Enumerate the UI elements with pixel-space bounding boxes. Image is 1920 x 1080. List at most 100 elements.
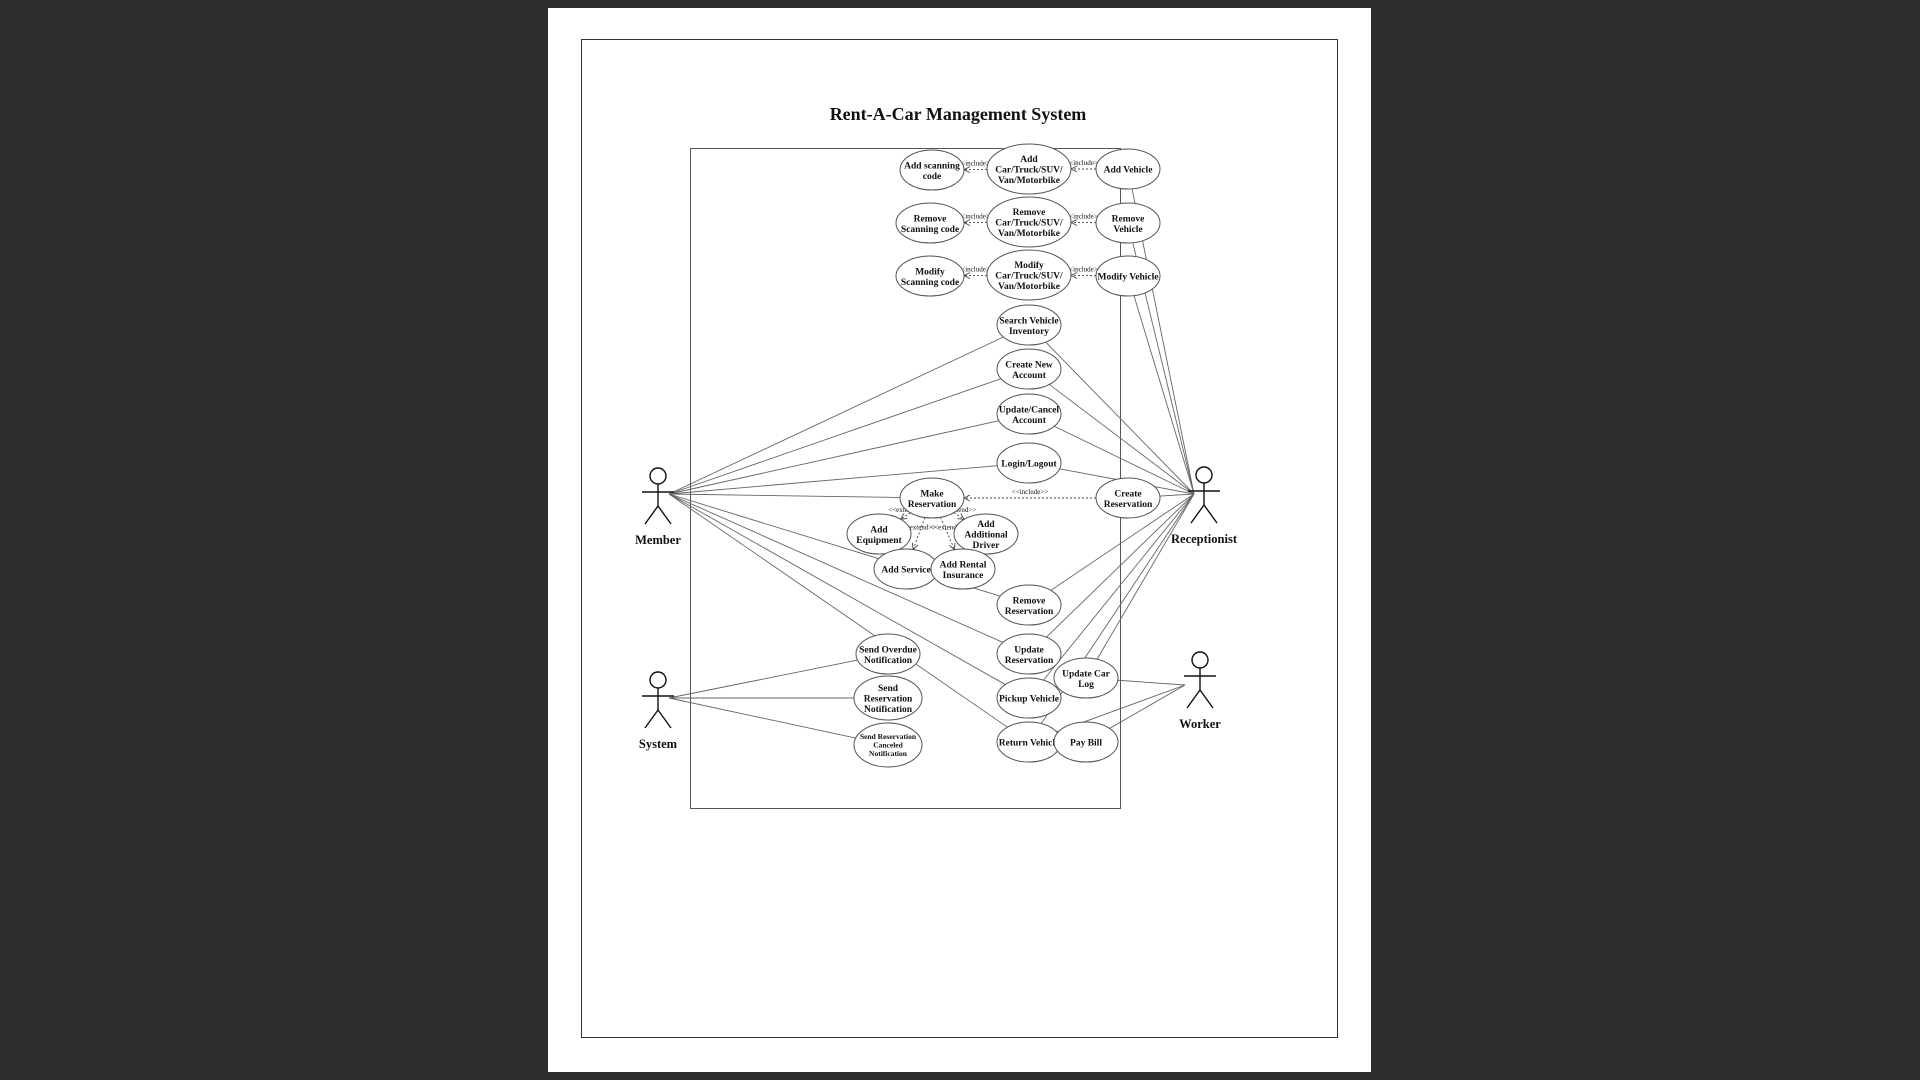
- use-case-label: Add: [977, 520, 995, 530]
- extend-relationship: [899, 512, 911, 520]
- use-case-label: Scanning code: [901, 225, 959, 235]
- use-case-label: Update Car: [1062, 669, 1111, 679]
- use-case-label: Car/Truck/SUV/: [995, 219, 1063, 229]
- include-label: <<include>>: [957, 160, 993, 168]
- use-case-label: Modify Vehicle: [1098, 273, 1159, 283]
- use-case-label: Notification: [864, 705, 913, 715]
- actor-label: Worker: [1179, 717, 1221, 731]
- use-case-label: Canceled: [873, 741, 903, 750]
- use-case-label: Van/Motorbike: [998, 282, 1060, 292]
- use-case-pickup-vehicle: Pickup Vehicle: [996, 677, 1062, 719]
- actor-member: Member: [635, 467, 681, 547]
- diagram-title: Rent-A-Car Management System: [830, 104, 1087, 124]
- extend-label: <<extend>>: [942, 506, 977, 514]
- use-case-label: Reservation: [1005, 656, 1054, 666]
- use-case-label: Vehicle: [1113, 225, 1142, 235]
- include-label: <<include>>: [957, 213, 993, 221]
- association-line: [668, 493, 901, 498]
- use-case-label: Reservation: [864, 695, 913, 705]
- include-label: <<include>>: [1065, 266, 1101, 274]
- use-case-label: Inventory: [1009, 327, 1049, 337]
- use-case-label: Pay Bill: [1070, 739, 1102, 749]
- association-line: [668, 659, 858, 699]
- actor-worker: Worker: [1179, 651, 1221, 731]
- use-case-label: Make: [920, 489, 943, 499]
- use-case-label: Remove: [1013, 596, 1046, 606]
- use-case-diagram: Rent-A-Car Management System <<include>>…: [635, 104, 1238, 809]
- association-line: [1133, 295, 1195, 495]
- use-case-add-vehicle: Add Vehicle: [1095, 148, 1161, 190]
- association-line: [1045, 341, 1195, 495]
- use-case-label: Modify: [915, 267, 945, 277]
- extend-label: <<extend>>: [888, 506, 923, 514]
- association-line: [1117, 679, 1186, 686]
- use-case-label: Add: [1020, 155, 1038, 165]
- use-case-label: Create New: [1005, 360, 1053, 370]
- use-case-label: Account: [1012, 371, 1047, 381]
- association-line: [668, 378, 1002, 495]
- extend-relationship: [940, 517, 956, 551]
- use-case-label: Add Vehicle: [1104, 166, 1153, 176]
- use-case-label: Log: [1078, 680, 1094, 690]
- association-line: [1054, 425, 1195, 495]
- use-case-label: Car/Truck/SUV/: [995, 166, 1063, 176]
- association-line: [668, 493, 1008, 728]
- use-case-label: Update/Cancel: [999, 405, 1060, 415]
- use-case-label: Create: [1114, 489, 1141, 499]
- use-case-label: Equipment: [856, 536, 902, 546]
- use-case-label: Add Rental: [940, 560, 987, 570]
- association-line: [668, 420, 999, 495]
- use-case-label: Remove: [914, 214, 947, 224]
- use-case-label: Driver: [973, 541, 1001, 551]
- extend-label: <<extend>>: [902, 524, 937, 532]
- use-case-label: Remove: [1013, 208, 1046, 218]
- use-case-label: Notification: [864, 656, 913, 666]
- use-case-label: code: [923, 172, 941, 182]
- use-case-label: Van/Motorbike: [998, 229, 1060, 239]
- association-line: [1049, 384, 1195, 495]
- actor-receptionist: Receptionist: [1171, 466, 1238, 546]
- association-line: [1046, 493, 1195, 638]
- use-case-label: Additional: [964, 531, 1008, 541]
- use-case-label: Add Service: [881, 566, 930, 576]
- association-line: [1096, 493, 1195, 660]
- association-line: [1109, 684, 1186, 729]
- use-case-label: Reservation: [1005, 607, 1054, 617]
- actor-label: Receptionist: [1171, 532, 1238, 546]
- use-case-label: Car/Truck/SUV/: [995, 272, 1063, 282]
- use-case-label: Scanning code: [901, 278, 959, 288]
- association-line: [1050, 493, 1195, 591]
- use-case-label: Send Reservation: [860, 732, 917, 741]
- use-case-label: Account: [1012, 416, 1047, 426]
- use-case-return-vehicle: Return Vehicle: [996, 721, 1062, 763]
- association-line: [668, 697, 856, 739]
- use-case-add-service: Add Service: [873, 548, 939, 590]
- use-case-label: Insurance: [943, 571, 984, 581]
- use-case-label: Send: [878, 684, 899, 694]
- include-label: <<include>>: [1065, 213, 1101, 221]
- include-label: <<include>>: [1065, 159, 1101, 167]
- use-case-modify-vehicle: Modify Vehicle: [1095, 255, 1161, 297]
- use-case-pay-bill: Pay Bill: [1053, 721, 1119, 763]
- page-border: [581, 39, 1338, 1038]
- use-case-label: Login/Logout: [1001, 460, 1057, 470]
- use-case-label: Remove: [1112, 214, 1145, 224]
- use-case-label: Add scanning: [904, 161, 960, 171]
